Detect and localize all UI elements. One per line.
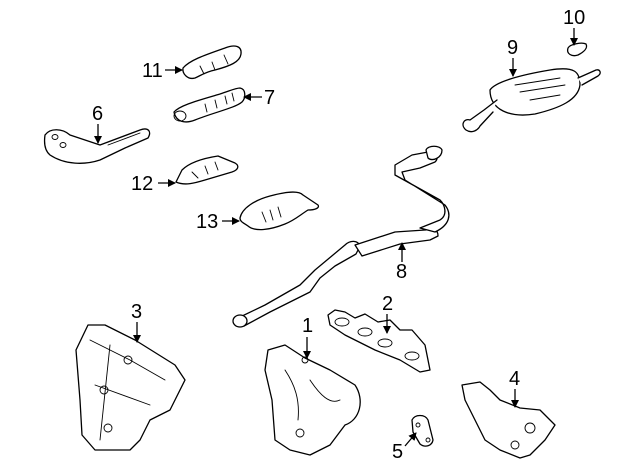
callout-1: 1 <box>302 315 313 359</box>
callout-9: 9 <box>507 37 518 77</box>
callout-10: 10 <box>563 7 585 46</box>
label-6: 6 <box>92 103 103 125</box>
part-11-upper-heat-shield[interactable] <box>182 45 242 80</box>
callout-12: 12 <box>131 173 176 195</box>
part-3-manifold-heat-shield[interactable] <box>75 324 186 451</box>
part-12-lower-heat-shield[interactable] <box>175 155 239 185</box>
part-9-muffler[interactable] <box>462 68 601 133</box>
part-5-bracket[interactable] <box>411 414 434 447</box>
callout-11: 11 <box>142 60 183 82</box>
part-2-manifold-gasket[interactable] <box>327 309 431 373</box>
part-4-heat-shield[interactable] <box>461 381 556 459</box>
callout-7: 7 <box>243 87 275 109</box>
part-6-front-pipe[interactable] <box>43 128 151 164</box>
label-10: 10 <box>563 7 585 29</box>
callout-8: 8 <box>396 242 407 283</box>
part-8-intermediate-pipe[interactable] <box>232 145 450 328</box>
label-2: 2 <box>382 293 393 315</box>
callout-6: 6 <box>92 103 103 144</box>
label-11: 11 <box>142 60 163 82</box>
callout-3: 3 <box>131 301 142 343</box>
part-13-converter-heat-shield[interactable] <box>239 191 320 231</box>
part-10-tail-pipe-tip[interactable] <box>566 42 588 57</box>
label-4: 4 <box>509 368 520 390</box>
label-3: 3 <box>131 301 142 323</box>
label-9: 9 <box>507 37 518 59</box>
label-1: 1 <box>302 315 313 337</box>
callout-13: 13 <box>196 211 240 233</box>
part-1-exhaust-manifold[interactable] <box>264 344 361 456</box>
label-5: 5 <box>392 441 403 463</box>
callout-4: 4 <box>509 368 520 408</box>
part-7-pipe-heat-shield[interactable] <box>173 87 246 123</box>
callout-5: 5 <box>392 432 417 463</box>
label-12: 12 <box>131 173 153 195</box>
label-8: 8 <box>396 261 407 283</box>
label-13: 13 <box>196 211 218 233</box>
label-7: 7 <box>264 87 275 109</box>
callout-2: 2 <box>382 293 393 334</box>
